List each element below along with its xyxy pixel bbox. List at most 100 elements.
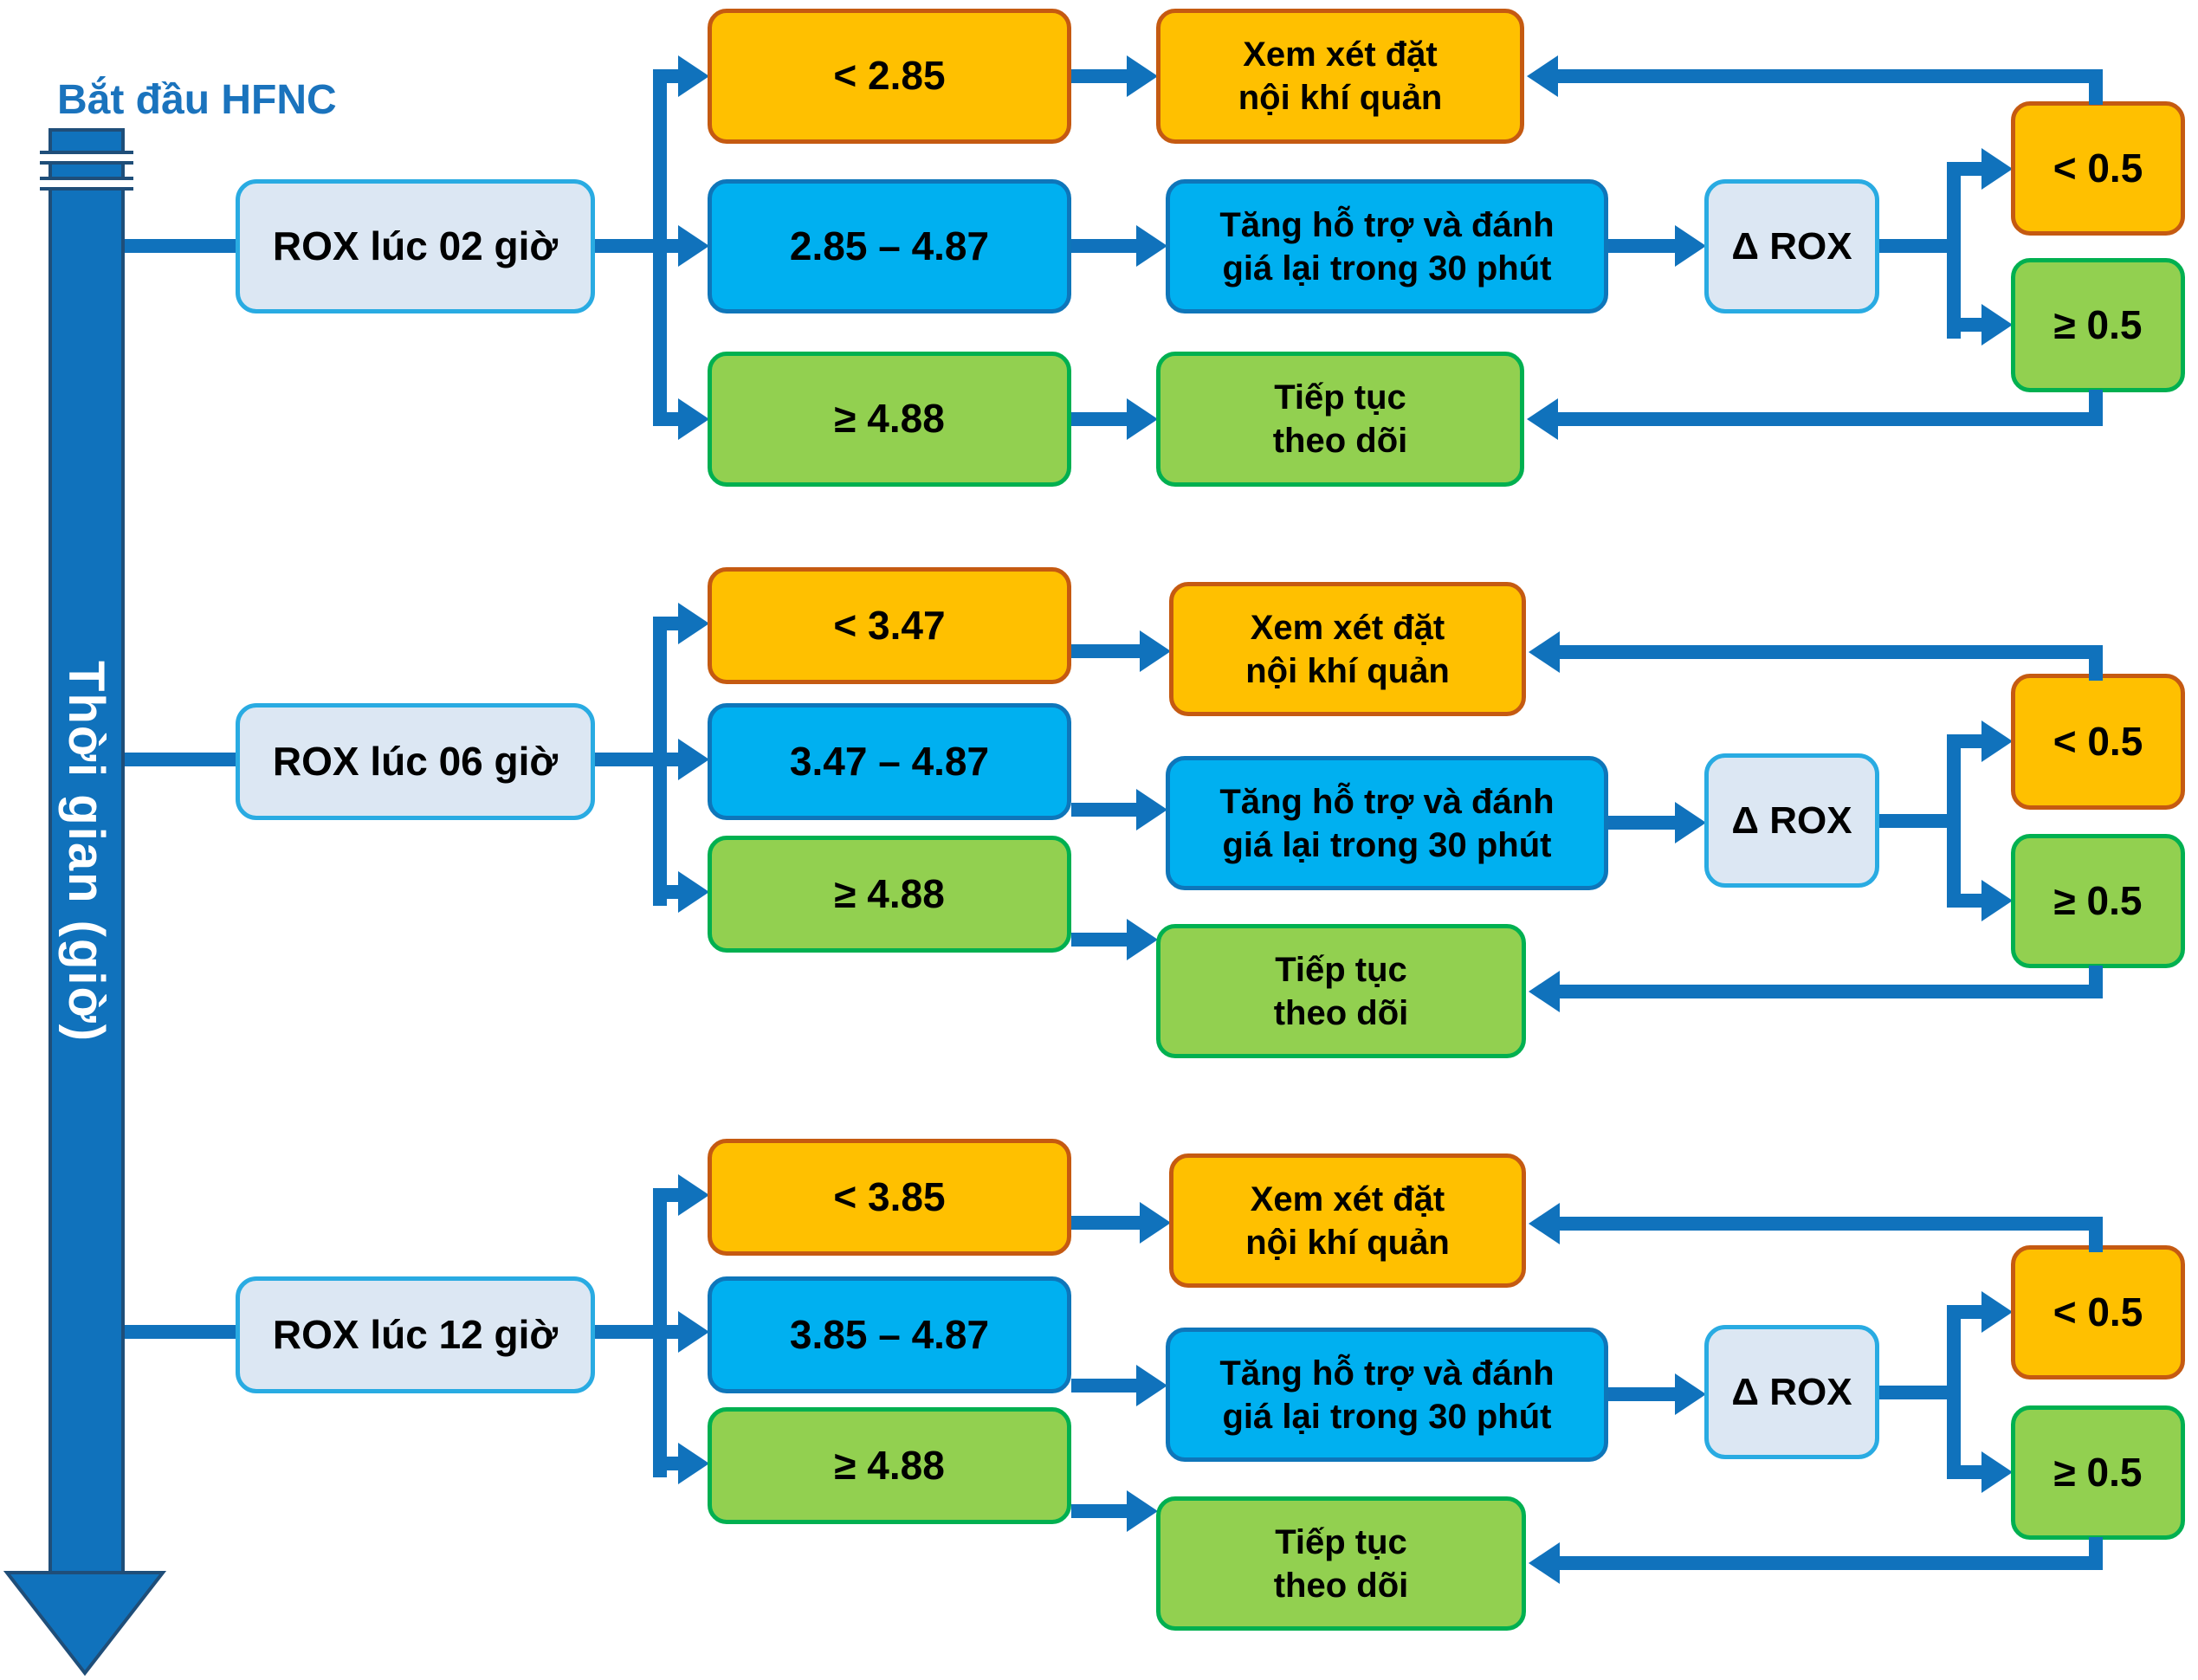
connector-line	[1879, 1386, 1954, 1399]
delta-high-node: ≥ 0.5	[2011, 834, 2185, 968]
arrow-right-icon	[1127, 398, 1158, 440]
connector-line	[1954, 162, 1981, 176]
rox-12h-low-threshold: < 3.85	[708, 1139, 1071, 1256]
intubation-action-node: Xem xét đặt nội khí quản	[1169, 582, 1526, 716]
escalate-action-node: Tăng hỗ trợ và đánh giá lại trong 30 phú…	[1166, 756, 1608, 890]
connector-line	[1558, 645, 2103, 659]
connector-line	[1879, 239, 1954, 253]
rox-06h-mid-threshold: 3.47 – 4.87	[708, 703, 1071, 820]
arrow-right-icon	[1981, 148, 2013, 190]
arrow-left-icon	[1529, 971, 1560, 1012]
connector-line	[1071, 1504, 1127, 1518]
arrow-left-icon	[1527, 55, 1558, 97]
connector-line	[1071, 1379, 1136, 1392]
arrow-right-icon	[678, 398, 709, 440]
arrow-right-icon	[678, 739, 709, 780]
connector-line	[654, 69, 681, 83]
connector-line	[1947, 162, 1961, 339]
arrow-right-icon	[678, 1174, 709, 1216]
arrow-right-icon	[1675, 1373, 1706, 1415]
connector-line	[1608, 239, 1677, 253]
connector-line	[2089, 966, 2103, 995]
rox-02h-low-threshold: < 2.85	[708, 9, 1071, 144]
delta-low-node: < 0.5	[2011, 101, 2185, 236]
arrow-right-icon	[1127, 55, 1158, 97]
arrow-right-icon	[1136, 1365, 1167, 1406]
connector-line	[1947, 734, 1961, 908]
connector-line	[654, 1457, 681, 1470]
monitor-action-node: Tiếp tục theo dõi	[1156, 352, 1524, 487]
escalate-action-node: Tăng hỗ trợ và đánh giá lại trong 30 phú…	[1166, 179, 1608, 313]
connector-line	[1558, 985, 2103, 998]
arrow-right-icon	[678, 225, 709, 267]
delta-rox-node: Δ ROX	[1704, 1325, 1879, 1459]
arrow-right-icon	[678, 55, 709, 97]
connector-line	[2089, 645, 2103, 681]
connector-line	[1071, 69, 1128, 83]
rox-12h-node: ROX lúc 12 giờ	[236, 1276, 595, 1393]
monitor-action-node: Tiếp tục theo dõi	[1156, 924, 1526, 1058]
arrow-right-icon	[678, 1443, 709, 1484]
rox-02h-mid-threshold: 2.85 – 4.87	[708, 179, 1071, 313]
connector-line	[653, 69, 667, 426]
rox-02h-high-threshold: ≥ 4.88	[708, 352, 1071, 487]
connector-line	[1071, 239, 1138, 253]
connector-line	[653, 617, 667, 906]
arrow-left-icon	[1527, 398, 1558, 440]
connector-line	[595, 239, 681, 253]
arrow-right-icon	[1981, 880, 2013, 921]
arrow-right-icon	[1981, 1451, 2013, 1493]
arrow-right-icon	[678, 1311, 709, 1353]
connector-line	[1954, 894, 1981, 908]
arrow-right-icon	[1981, 720, 2013, 762]
connector-line	[125, 239, 236, 253]
connector-line	[1556, 412, 2103, 426]
delta-high-node: ≥ 0.5	[2011, 258, 2185, 392]
connector-line	[1608, 1387, 1675, 1401]
connector-line	[595, 1325, 681, 1339]
connector-line	[1608, 816, 1675, 830]
rox-06h-high-threshold: ≥ 4.88	[708, 836, 1071, 953]
delta-rox-node: Δ ROX	[1704, 753, 1879, 888]
delta-high-node: ≥ 0.5	[2011, 1405, 2185, 1540]
arrow-right-icon	[678, 871, 709, 913]
connector-line	[1071, 412, 1128, 426]
arrow-right-icon	[1136, 789, 1167, 830]
connector-line	[1954, 734, 1981, 748]
connector-line	[1954, 1465, 1981, 1479]
connector-line	[1071, 933, 1127, 947]
delta-low-node: < 0.5	[2011, 1245, 2185, 1380]
connector-line	[1558, 1556, 2103, 1570]
arrow-right-icon	[1127, 919, 1158, 960]
rox-06h-low-threshold: < 3.47	[708, 567, 1071, 684]
axis-break-icon	[40, 177, 133, 191]
delta-low-node: < 0.5	[2011, 674, 2185, 810]
connector-line	[1947, 1305, 1961, 1479]
axis-break-icon	[40, 151, 133, 165]
connector-line	[2089, 69, 2103, 105]
connector-line	[1556, 69, 2103, 83]
arrow-right-icon	[1140, 630, 1171, 672]
rox-02h-node: ROX lúc 02 giờ	[236, 179, 595, 313]
time-axis-label: Thời gian (giờ)	[58, 660, 115, 1043]
connector-line	[653, 1188, 667, 1477]
rox-12h-high-threshold: ≥ 4.88	[708, 1407, 1071, 1524]
arrow-right-icon	[1136, 225, 1167, 267]
arrow-right-icon	[1981, 304, 2013, 346]
time-axis-arrowhead-icon	[3, 1571, 167, 1677]
connector-line	[1954, 318, 1981, 332]
time-axis-arrow: Thời gian (giờ)	[48, 128, 125, 1574]
intubation-action-node: Xem xét đặt nội khí quản	[1156, 9, 1524, 144]
connector-line	[1558, 1217, 2103, 1231]
connector-line	[2089, 1217, 2103, 1252]
connector-line	[1071, 803, 1136, 817]
escalate-action-node: Tăng hỗ trợ và đánh giá lại trong 30 phú…	[1166, 1328, 1608, 1462]
arrow-right-icon	[1675, 802, 1706, 843]
arrow-right-icon	[1675, 225, 1706, 267]
arrow-left-icon	[1529, 1203, 1560, 1244]
arrow-right-icon	[1140, 1202, 1171, 1244]
connector-line	[654, 885, 681, 899]
connector-line	[1071, 1216, 1140, 1230]
connector-line	[654, 412, 681, 426]
connector-line	[1879, 814, 1954, 828]
